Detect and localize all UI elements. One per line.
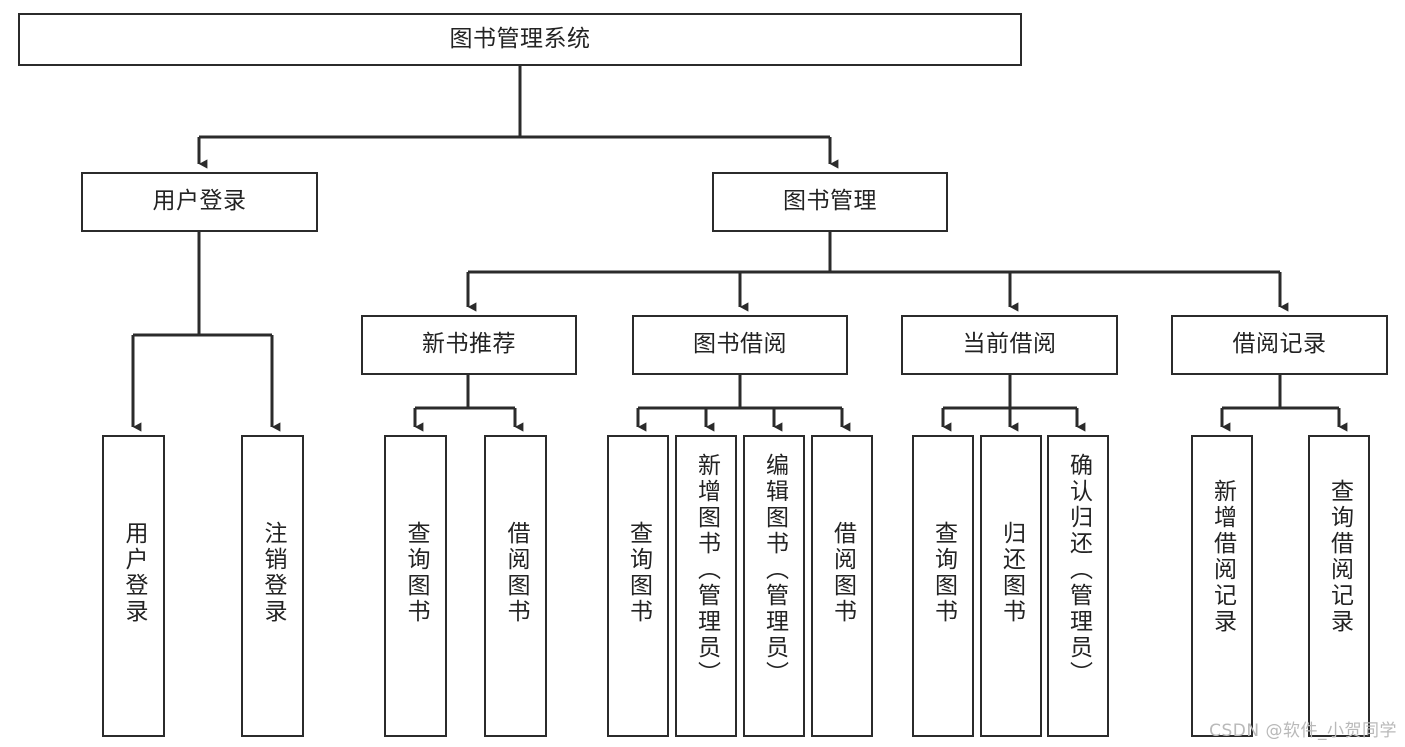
- node-leaf-add-book[interactable]: 新增图书（管理员）: [675, 435, 737, 737]
- node-borrow-record[interactable]: 借阅记录: [1171, 315, 1388, 375]
- node-user-login[interactable]: 用户登录: [81, 172, 318, 232]
- node-book-management-label: 图书管理: [783, 188, 877, 215]
- node-root-label: 图书管理系统: [449, 25, 591, 52]
- node-leaf-add-book-label: 新增图书（管理员）: [693, 453, 720, 687]
- node-new-book-recommend[interactable]: 新书推荐: [361, 315, 577, 375]
- node-leaf-borrow-book-2[interactable]: 借阅图书: [811, 435, 873, 737]
- node-leaf-user-login[interactable]: 用户登录: [102, 435, 165, 737]
- node-leaf-logout-label: 注销登录: [260, 521, 286, 625]
- node-leaf-confirm-return-label: 确认归还（管理员）: [1065, 453, 1092, 687]
- node-leaf-logout[interactable]: 注销登录: [241, 435, 304, 737]
- node-leaf-borrow-book-1[interactable]: 借阅图书: [484, 435, 547, 737]
- node-current-borrow[interactable]: 当前借阅: [901, 315, 1118, 375]
- node-book-borrow-label: 图书借阅: [693, 331, 787, 358]
- node-leaf-query-book-3[interactable]: 查询图书: [912, 435, 974, 737]
- node-leaf-borrow-book-2-label: 借阅图书: [829, 521, 856, 625]
- node-leaf-query-record[interactable]: 查询借阅记录: [1308, 435, 1370, 737]
- node-leaf-edit-book[interactable]: 编辑图书（管理员）: [743, 435, 805, 737]
- node-new-book-recommend-label: 新书推荐: [422, 331, 516, 358]
- node-leaf-query-book-2-label: 查询图书: [625, 521, 652, 625]
- node-leaf-add-record[interactable]: 新增借阅记录: [1191, 435, 1253, 737]
- node-current-borrow-label: 当前借阅: [962, 331, 1057, 358]
- node-user-login-label: 用户登录: [152, 188, 247, 215]
- node-leaf-return-book[interactable]: 归还图书: [980, 435, 1042, 737]
- node-root[interactable]: 图书管理系统: [18, 13, 1022, 66]
- node-leaf-query-book-1-label: 查询图书: [403, 521, 429, 625]
- node-leaf-return-book-label: 归还图书: [998, 521, 1025, 625]
- node-leaf-user-login-label: 用户登录: [121, 521, 147, 625]
- node-book-management[interactable]: 图书管理: [712, 172, 948, 232]
- node-leaf-add-record-label: 新增借阅记录: [1209, 479, 1236, 635]
- node-leaf-query-book-1[interactable]: 查询图书: [384, 435, 447, 737]
- node-leaf-confirm-return[interactable]: 确认归还（管理员）: [1047, 435, 1109, 737]
- node-leaf-query-book-3-label: 查询图书: [930, 521, 957, 625]
- node-leaf-query-record-label: 查询借阅记录: [1326, 479, 1353, 635]
- node-borrow-record-label: 借阅记录: [1232, 331, 1327, 358]
- node-leaf-query-book-2[interactable]: 查询图书: [607, 435, 669, 737]
- node-leaf-edit-book-label: 编辑图书（管理员）: [761, 453, 788, 687]
- node-book-borrow[interactable]: 图书借阅: [632, 315, 848, 375]
- node-leaf-borrow-book-1-label: 借阅图书: [503, 521, 529, 625]
